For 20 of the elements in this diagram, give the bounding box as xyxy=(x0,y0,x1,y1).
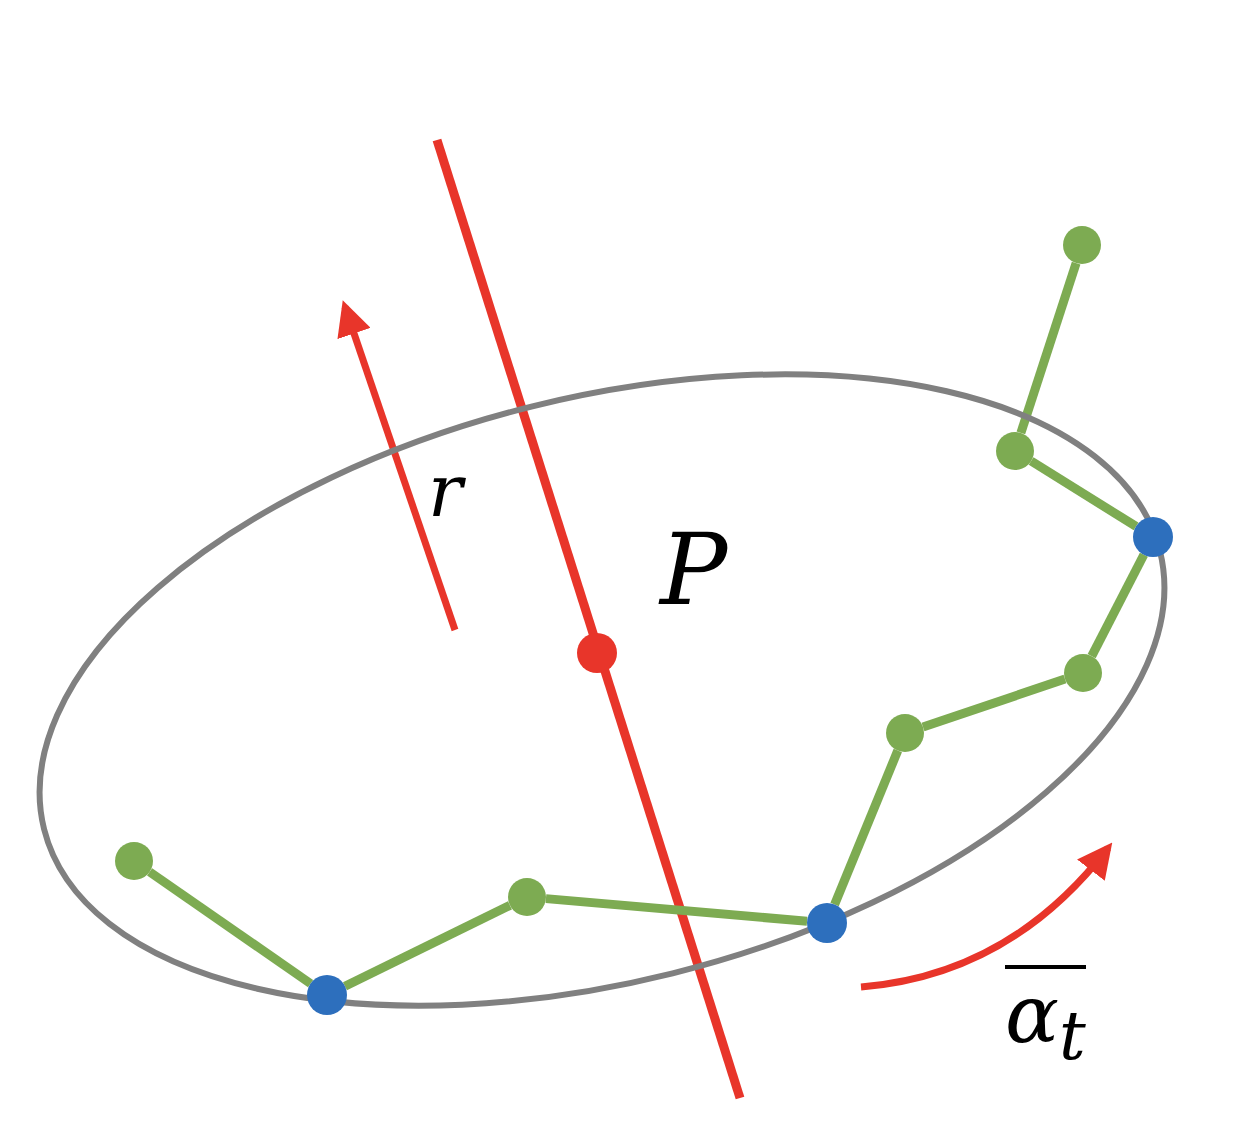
connector-line xyxy=(1028,457,1139,531)
connector-line xyxy=(1016,261,1081,435)
contact-dot xyxy=(307,975,347,1015)
contact-dot xyxy=(807,903,847,943)
joint-dot xyxy=(996,432,1034,470)
joint-dot xyxy=(115,842,153,880)
angle-label: α$_{t}$ xyxy=(1005,965,1086,1070)
joint-dot xyxy=(1064,654,1102,692)
connector-line xyxy=(147,868,314,988)
connector-line xyxy=(1087,552,1148,659)
pivot-dot xyxy=(577,633,617,673)
connector-line xyxy=(830,748,902,907)
plane-label: P xyxy=(660,520,728,620)
connector-line xyxy=(343,901,512,991)
contact-dot xyxy=(1133,517,1173,557)
connector-line xyxy=(545,894,808,926)
joint-dot xyxy=(508,878,546,916)
connector-line xyxy=(921,674,1067,732)
joint-dot xyxy=(886,714,924,752)
joint-dot xyxy=(1063,226,1101,264)
